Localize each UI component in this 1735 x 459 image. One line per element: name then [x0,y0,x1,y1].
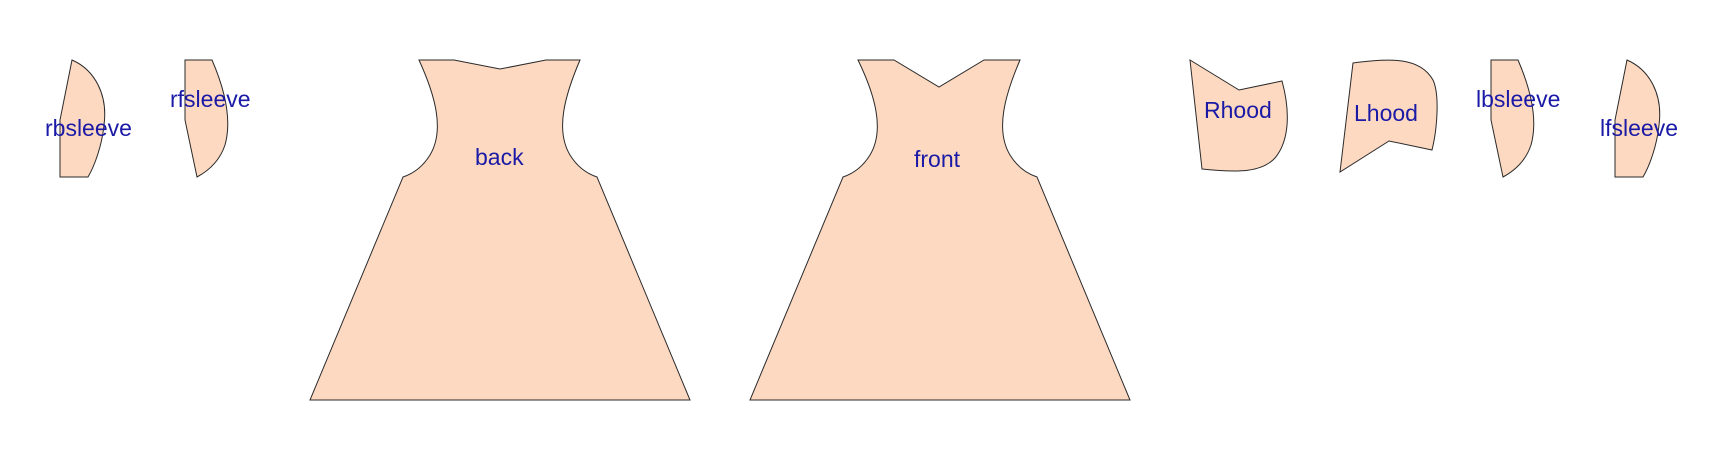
lbsleeve-label: lbsleeve [1476,86,1560,112]
rfsleeve-label: rfsleeve [170,86,251,112]
front-shape [749,59,1131,401]
piece-rhood: Rhood [1189,59,1288,172]
piece-front: front [749,59,1131,401]
piece-lfsleeve: lfsleeve [1600,59,1678,178]
rhood-label: Rhood [1204,97,1272,123]
lhood-shape [1339,59,1438,173]
rfsleeve-shape [184,59,229,178]
back-label: back [475,144,524,170]
rbsleeve-shape [59,59,106,178]
back-shape [309,59,691,401]
piece-lbsleeve: lbsleeve [1476,59,1560,178]
rhood-shape [1189,59,1288,172]
front-label: front [914,146,961,172]
rbsleeve-label: rbsleeve [45,115,132,141]
piece-rbsleeve: rbsleeve [45,59,132,178]
lfsleeve-label: lfsleeve [1600,115,1678,141]
piece-back: back [309,59,691,401]
lbsleeve-shape [1490,59,1535,178]
piece-rfsleeve: rfsleeve [170,59,251,178]
lhood-label: Lhood [1354,100,1418,126]
piece-lhood: Lhood [1339,59,1438,173]
lfsleeve-shape [1614,59,1661,178]
